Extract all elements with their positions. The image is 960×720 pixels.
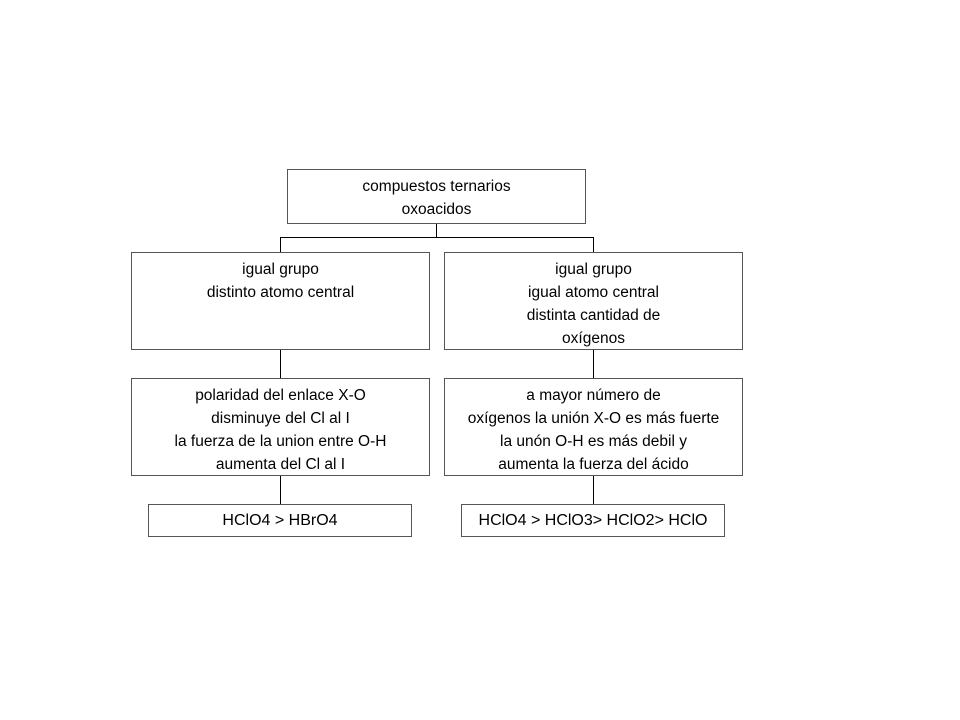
connector-branch-horizontal bbox=[280, 237, 594, 238]
connector-right-group-to-explanation bbox=[593, 349, 594, 378]
right-explanation-line-1: a mayor número de bbox=[526, 387, 661, 404]
left-group-line-2: distinto atomo central bbox=[206, 284, 355, 301]
root-title-line-1: compuestos ternarios bbox=[362, 178, 511, 195]
connector-root-down bbox=[436, 223, 437, 237]
right-explanation-line-2: oxígenos la unión X-O es más fuerte bbox=[467, 410, 720, 427]
left-group-box: igual grupo distinto atomo central bbox=[131, 252, 430, 350]
root-box: compuestos ternarios oxoacidos bbox=[287, 169, 586, 224]
connector-to-right-group bbox=[593, 237, 594, 252]
left-explanation-line-1: polaridad del enlace X-O bbox=[195, 387, 366, 404]
right-explanation-line-4: aumenta la fuerza del ácido bbox=[498, 456, 689, 473]
right-explanation-line-3: la unón O-H es más debil y bbox=[500, 433, 687, 450]
left-result-box: HClO4 > HBrO4 bbox=[148, 504, 412, 537]
connector-left-explanation-to-result bbox=[280, 475, 281, 504]
right-explanation-box: a mayor número de oxígenos la unión X-O … bbox=[444, 378, 743, 476]
connector-right-explanation-to-result bbox=[593, 475, 594, 504]
connector-left-group-to-explanation bbox=[280, 349, 281, 378]
left-explanation-box: polaridad del enlace X-O disminuye del C… bbox=[131, 378, 430, 476]
right-group-line-1: igual grupo bbox=[555, 261, 632, 278]
right-result-box: HClO4 > HClO3> HClO2> HClO bbox=[461, 504, 725, 537]
left-group-line-1: igual grupo bbox=[242, 261, 319, 278]
root-title-line-2: oxoacidos bbox=[401, 201, 472, 218]
right-group-box: igual grupo igual atomo central distinta… bbox=[444, 252, 743, 350]
left-explanation-line-2: disminuye del Cl al I bbox=[211, 410, 350, 427]
right-group-line-2: igual atomo central bbox=[528, 284, 659, 301]
right-result-text: HClO4 > HClO3> HClO2> HClO bbox=[478, 512, 708, 529]
left-explanation-line-4: aumenta del Cl al I bbox=[215, 456, 346, 473]
left-result-text: HClO4 > HBrO4 bbox=[222, 512, 338, 529]
right-group-line-4: oxígenos bbox=[562, 330, 625, 347]
connector-to-left-group bbox=[280, 237, 281, 252]
left-explanation-line-3: la fuerza de la union entre O-H bbox=[174, 433, 387, 450]
right-group-line-3: distinta cantidad de bbox=[526, 307, 661, 324]
